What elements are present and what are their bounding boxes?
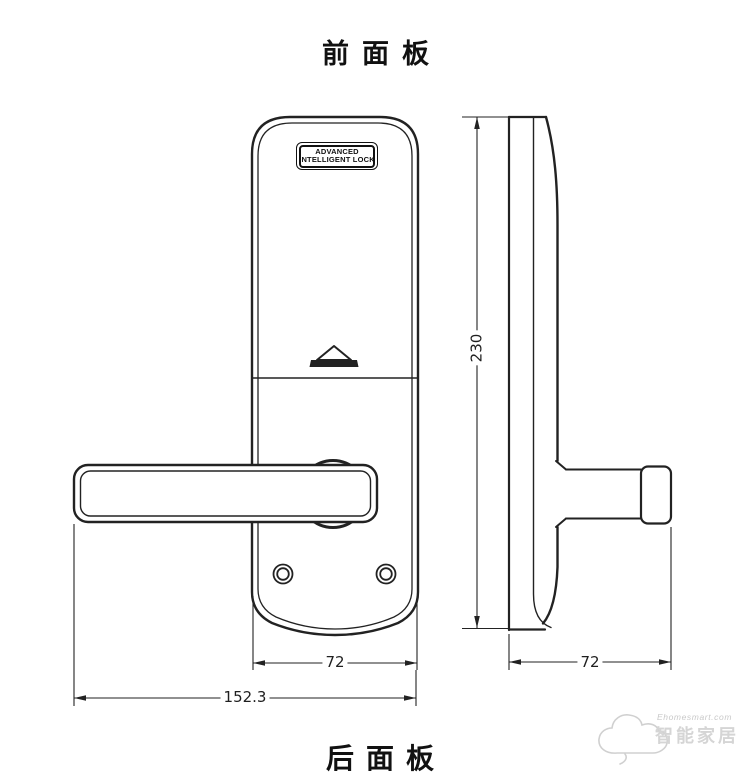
front-view-drawing bbox=[72, 115, 420, 637]
overall-width-dimension-value: 152.3 bbox=[220, 689, 270, 706]
height-dimension-value: 230 bbox=[468, 330, 486, 366]
height-dimension-lines bbox=[462, 116, 508, 630]
brand-label-line1: ADVANCED bbox=[315, 146, 359, 156]
front-panel-inner-outline bbox=[257, 122, 413, 630]
brand-label-line2: INTELLIGENT LOCK bbox=[299, 155, 375, 164]
front-panel-outer-outline bbox=[250, 115, 420, 637]
rear-panel-title: 后面板 bbox=[326, 743, 447, 774]
handle-inner-outline bbox=[79, 470, 372, 517]
watermark: Ehomesmart.com 智能家居 bbox=[595, 706, 750, 768]
side-handle bbox=[555, 460, 673, 528]
brand-label-inner-frame: ADVANCED INTELLIGENT LOCK bbox=[299, 144, 375, 168]
front-width-dimension-value: 72 bbox=[322, 654, 348, 671]
side-back-curve-upper bbox=[544, 115, 559, 463]
watermark-url-text: Ehomesmart.com bbox=[657, 712, 733, 722]
side-view-drawing bbox=[507, 115, 673, 632]
handle-outer-outline bbox=[72, 463, 379, 524]
brand-label-plate: ADVANCED INTELLIGENT LOCK bbox=[296, 142, 378, 170]
front-panel-title: 前面板 bbox=[322, 39, 442, 69]
eject-triangle-mark bbox=[309, 345, 359, 367]
side-depth-dimension-value: 72 bbox=[577, 654, 603, 671]
side-back-curve-lower bbox=[541, 525, 559, 625]
cloud-logo-icon bbox=[598, 714, 669, 765]
screw-holes bbox=[272, 563, 397, 585]
watermark-brand-text: 智能家居 bbox=[655, 726, 739, 746]
side-inner-line bbox=[532, 117, 552, 629]
